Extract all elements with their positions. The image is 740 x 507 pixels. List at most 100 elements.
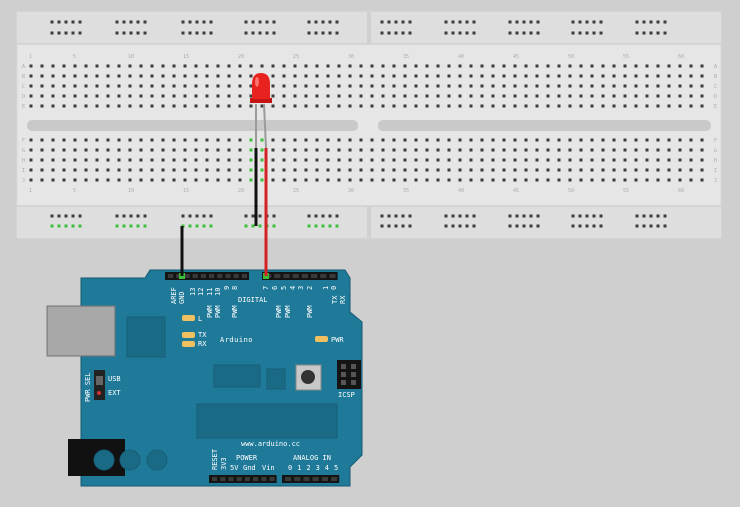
row-letter: J — [22, 178, 25, 184]
rail-hole — [578, 224, 582, 228]
header-pin — [311, 274, 318, 278]
rail-hole — [314, 224, 318, 228]
breadboard-hole — [51, 64, 55, 68]
breadboard-hole — [117, 84, 121, 88]
breadboard-hole — [436, 94, 440, 98]
rail-hole — [335, 31, 339, 35]
breadboard-hole — [414, 84, 418, 88]
breadboard-hole — [656, 64, 660, 68]
breadboard-hole — [403, 64, 407, 68]
url-label: www.arduino.cc — [241, 440, 300, 448]
header-pin — [192, 274, 198, 278]
rail-hole — [394, 31, 398, 35]
breadboard-hole — [172, 158, 176, 162]
breadboard-hole — [370, 138, 374, 142]
icsp-pin — [351, 372, 356, 377]
row-letter: E — [22, 104, 25, 110]
breadboard-hole — [535, 138, 539, 142]
breadboard-hole — [502, 168, 506, 172]
rail-hole — [451, 20, 455, 24]
breadboard-hole — [117, 138, 121, 142]
rail-hole — [592, 214, 596, 218]
breadboard-hole — [370, 94, 374, 98]
digital-pin-number: 0 — [330, 286, 338, 290]
breadboard-hole — [238, 168, 242, 172]
breadboard-hole — [194, 138, 198, 142]
breadboard-hole — [73, 178, 77, 182]
breadboard-hole — [623, 84, 627, 88]
column-number: 50 — [568, 188, 574, 194]
breadboard-hole — [150, 148, 154, 152]
breadboard-hole — [40, 84, 44, 88]
header-pin — [168, 274, 174, 278]
breadboard-hole — [161, 158, 165, 162]
breadboard-hole — [392, 168, 396, 172]
rail-hole — [656, 20, 660, 24]
breadboard-hole — [425, 74, 429, 78]
breadboard-hole — [436, 158, 440, 162]
pwr-sel-label: PWR SEL — [84, 372, 92, 402]
gnd-power-label: Gnd — [243, 464, 256, 472]
breadboard-hole — [667, 94, 671, 98]
rail-hole — [508, 31, 512, 35]
breadboard-hole — [403, 138, 407, 142]
led-l — [182, 315, 195, 321]
breadboard-hole — [634, 178, 638, 182]
breadboard-hole — [183, 84, 187, 88]
breadboard-hole — [238, 84, 242, 88]
breadboard-hole — [183, 64, 187, 68]
breadboard-hole — [667, 158, 671, 162]
rail-hole — [642, 31, 646, 35]
rail-hole — [321, 31, 325, 35]
rail-hole — [571, 214, 575, 218]
breadboard-hole — [546, 168, 550, 172]
rail-hole — [401, 224, 405, 228]
rail-hole — [401, 20, 405, 24]
breadboard-hole — [458, 94, 462, 98]
rail-hole — [585, 31, 589, 35]
rail-hole — [321, 20, 325, 24]
breadboard-hole — [95, 158, 99, 162]
rail-hole — [387, 224, 391, 228]
breadboard-hole — [117, 64, 121, 68]
breadboard-hole — [183, 168, 187, 172]
rail-hole — [656, 31, 660, 35]
rail-hole — [592, 31, 596, 35]
column-number: 30 — [348, 188, 354, 194]
breadboard-hole — [414, 168, 418, 172]
breadboard-hole — [106, 158, 110, 162]
breadboard-hole — [403, 84, 407, 88]
breadboard-hole — [381, 74, 385, 78]
breadboard-hole — [689, 84, 693, 88]
rail-hole — [401, 214, 405, 218]
led-pwr — [315, 336, 328, 342]
breadboard-hole — [337, 168, 341, 172]
breadboard-hole — [513, 94, 517, 98]
rail-hole — [129, 31, 133, 35]
breadboard-hole — [117, 178, 121, 182]
breadboard-hole — [678, 94, 682, 98]
breadboard-hole — [84, 148, 88, 152]
breadboard-hole — [535, 158, 539, 162]
header-pin — [269, 477, 275, 481]
breadboard-hole — [315, 158, 319, 162]
analog-pin-number: 1 — [297, 464, 301, 472]
breadboard-hole — [62, 84, 66, 88]
breadboard-hole — [194, 74, 198, 78]
breadboard-hole — [326, 148, 330, 152]
rail-hole — [78, 20, 82, 24]
breadboard-hole — [150, 64, 154, 68]
breadboard-hole — [194, 64, 198, 68]
breadboard-hole — [513, 168, 517, 172]
rail-hole — [209, 31, 213, 35]
rail-hole — [129, 20, 133, 24]
breadboard-hole — [260, 148, 264, 152]
rail-hole — [202, 214, 206, 218]
rail-hole — [571, 31, 575, 35]
breadboard-hole — [29, 104, 33, 108]
breadboard-hole — [480, 178, 484, 182]
breadboard-hole — [172, 64, 176, 68]
rail-hole — [599, 20, 603, 24]
breadboard-hole — [139, 94, 143, 98]
